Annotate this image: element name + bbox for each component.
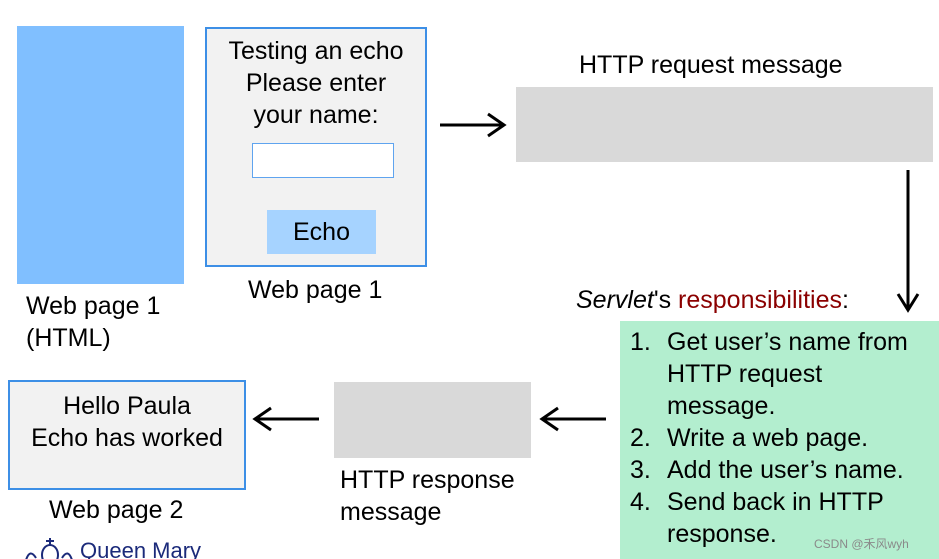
request-message-block (516, 87, 933, 162)
servlet-heading: Servlet's responsibilities: (576, 284, 849, 316)
servlet-colon: : (842, 286, 849, 314)
step-text: Get user’s name from HTTP request messag… (667, 328, 908, 420)
responsibilities-word: responsibilities (678, 286, 842, 314)
web-page-2-box: Hello Paula Echo has worked (8, 380, 246, 490)
web-page-1-caption: Web page 1 (248, 276, 383, 304)
html-page-caption: Web page 1 (HTML) (26, 290, 160, 354)
response-label-line2: message (340, 498, 442, 526)
list-item: 2. Write a web page. (630, 422, 935, 454)
step-text: Add the user’s name. (667, 456, 904, 484)
logo-text: Queen Mary (80, 538, 202, 559)
name-input[interactable] (252, 143, 394, 178)
form-title: Testing an echo Please enter your name: (207, 35, 425, 131)
arrow-right-icon (440, 112, 507, 138)
html-page-caption-line1: Web page 1 (26, 292, 161, 320)
servlet-suffix: 's (653, 286, 679, 314)
echo-worked-line: Echo has worked (31, 424, 223, 452)
servlet-steps-list: 1. Get user’s name from HTTP request mess… (630, 326, 935, 550)
list-item: 1. Get user’s name from HTTP request mess… (630, 326, 935, 422)
response-label-line1: HTTP response (340, 466, 515, 494)
step-text: Send back in HTTP response. (667, 488, 884, 548)
arrow-left-icon (252, 406, 319, 432)
html-page-caption-line2: (HTML) (26, 324, 111, 352)
arrow-down-icon (896, 170, 920, 313)
step-number: 1. (630, 328, 651, 356)
echo-button[interactable]: Echo (267, 210, 376, 254)
response-message-block (334, 382, 531, 458)
step-number: 3. (630, 456, 651, 484)
form-title-line: your name: (253, 101, 379, 129)
web-page-1-form: Testing an echo Please enter your name: … (205, 27, 427, 267)
servlet-steps-box: 1. Get user’s name from HTTP request mess… (620, 321, 939, 559)
form-title-line: Testing an echo (228, 37, 404, 65)
list-item: 3. Add the user’s name. (630, 454, 935, 486)
web-page-2-caption: Web page 2 (49, 496, 184, 524)
step-number: 2. (630, 424, 651, 452)
form-title-line: Please enter (245, 69, 387, 97)
arrow-left-icon (539, 406, 606, 432)
html-page-block (17, 26, 184, 284)
step-text: Write a web page. (667, 424, 869, 452)
watermark-text: CSDN @禾风wyh (814, 537, 909, 551)
list-item: 4. Send back in HTTP response. (630, 486, 935, 550)
step-number: 4. (630, 488, 651, 516)
crown-logo-icon (25, 538, 73, 559)
servlet-word: Servlet (576, 286, 654, 314)
request-label: HTTP request message (579, 51, 843, 79)
queen-mary-logo: Queen Mary (24, 536, 224, 559)
response-label: HTTP response message (340, 464, 515, 528)
hello-line: Hello Paula (63, 392, 191, 420)
